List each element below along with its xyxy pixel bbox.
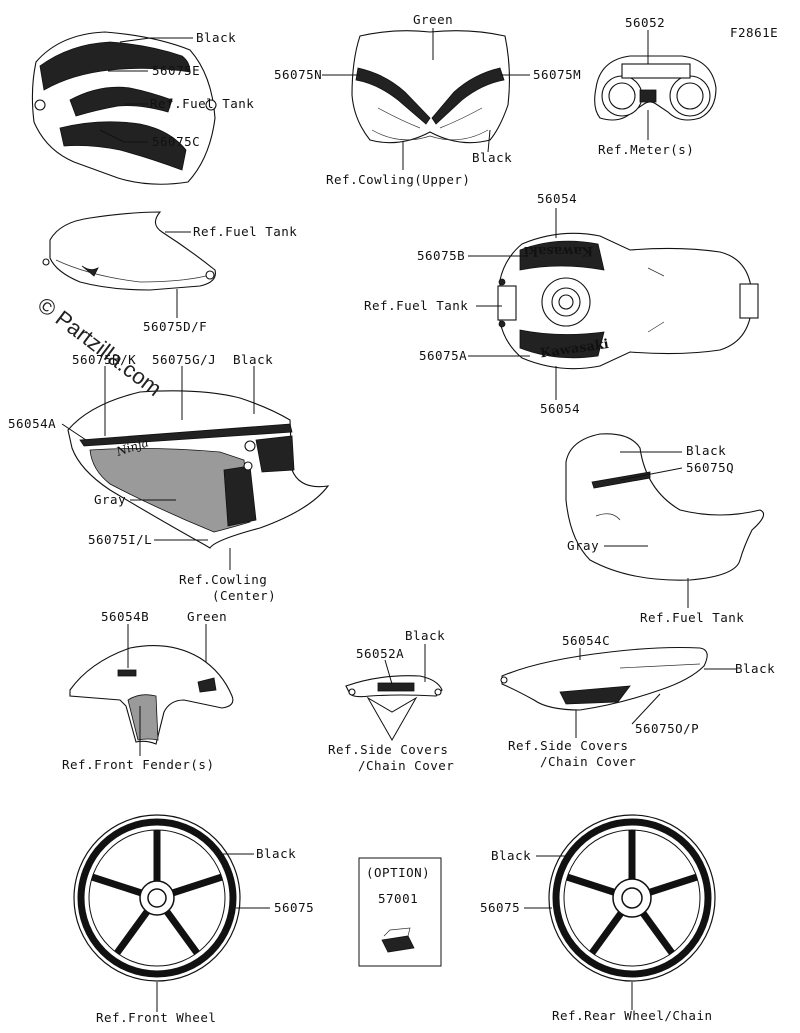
fuel-tank-side-part (565, 433, 765, 581)
label-56075m: 56075M (533, 67, 581, 82)
label-chain-cover-2: /Chain Cover (540, 754, 636, 769)
label-57001: 57001 (378, 891, 418, 906)
label-black-2: Black (472, 150, 512, 165)
front-fender-part (69, 645, 234, 745)
label-56054-top: 56054 (537, 191, 577, 206)
label-center: (Center) (212, 588, 276, 603)
label-56075il: 56075I/L (88, 532, 152, 547)
label-black-3: Black (233, 352, 273, 367)
side-cover-part (345, 675, 443, 698)
label-ref-side-covers-1: Ref.Side Covers (328, 742, 448, 757)
label-chain-cover-1: /Chain Cover (358, 758, 454, 773)
label-ref-fuel-tank-1: Ref.Fuel Tank (150, 96, 254, 111)
fuel-tank-part: Kawasaki Kawasaki (497, 232, 759, 370)
label-ref-side-covers-2: Ref.Side Covers (508, 738, 628, 753)
label-ref-cowling-upper: Ref.Cowling(Upper) (326, 172, 470, 187)
label-ref-front-wheel: Ref.Front Wheel (96, 1010, 216, 1025)
label-ref-cowling: Ref.Cowling (179, 572, 267, 587)
label-56054a: 56054A (8, 416, 56, 431)
upper-cowling-part (351, 30, 510, 144)
label-ref-front-fender: Ref.Front Fender(s) (62, 757, 215, 772)
label-56054c: 56054C (562, 633, 610, 648)
label-black-5: Black (405, 628, 445, 643)
label-56075e: 56075E (152, 63, 200, 78)
label-56054-bottom: 56054 (540, 401, 580, 416)
label-56075df: 56075D/F (143, 319, 207, 334)
label-ref-meters: Ref.Meter(s) (598, 142, 694, 157)
label-56075hk: 56075H/K (72, 352, 136, 367)
brand-text-upper: Kawasaki (524, 243, 593, 258)
label-56075c: 56075C (152, 134, 200, 149)
label-56075op: 56075O/P (635, 721, 699, 736)
label-ref-fuel-tank-3: Ref.Fuel Tank (364, 298, 468, 313)
label-gray-1: Gray (94, 492, 126, 507)
option-box (358, 857, 442, 967)
label-option: (OPTION) (366, 865, 430, 880)
label-56052a: 56052A (356, 646, 404, 661)
label-56075q: 56075Q (686, 460, 734, 475)
label-green-1: Green (413, 12, 453, 27)
leader-lines (61, 28, 736, 1012)
callout-labels: F2861E Black 56075E Ref.Fuel Tank 56075C… (8, 12, 778, 1025)
tank-side-cover-part (42, 211, 216, 291)
rear-wheel-part (548, 814, 716, 982)
tank-cover-top-part (31, 31, 217, 185)
label-black-1: Black (196, 30, 236, 45)
label-ref-rear-wheel: Ref.Rear Wheel/Chain (552, 1008, 713, 1023)
label-ref-fuel-tank-4: Ref.Fuel Tank (640, 610, 744, 625)
front-wheel-part (73, 814, 241, 982)
label-gray-2: Gray (567, 538, 599, 553)
center-cowling-part: Ninja (67, 390, 330, 549)
label-56075n: 56075N (274, 67, 322, 82)
label-ref-fuel-tank-2: Ref.Fuel Tank (193, 224, 297, 239)
label-green-2: Green (187, 609, 227, 624)
label-black-7: Black (256, 846, 296, 861)
label-black-8: Black (491, 848, 531, 863)
rear-side-cover-part (500, 646, 708, 711)
label-56075-rear: 56075 (480, 900, 520, 915)
watermark: © Partzilla.com (33, 292, 166, 401)
meter-part (594, 55, 717, 121)
diagram-id-label: F2861E (730, 25, 778, 40)
label-56054b: 56054B (101, 609, 149, 624)
label-black-6: Black (735, 661, 775, 676)
label-56075-front: 56075 (274, 900, 314, 915)
label-56075b: 56075B (417, 248, 465, 263)
label-black-4: Black (686, 443, 726, 458)
label-56075a: 56075A (419, 348, 467, 363)
label-56075gj: 56075G/J (152, 352, 216, 367)
label-56052: 56052 (625, 15, 665, 30)
